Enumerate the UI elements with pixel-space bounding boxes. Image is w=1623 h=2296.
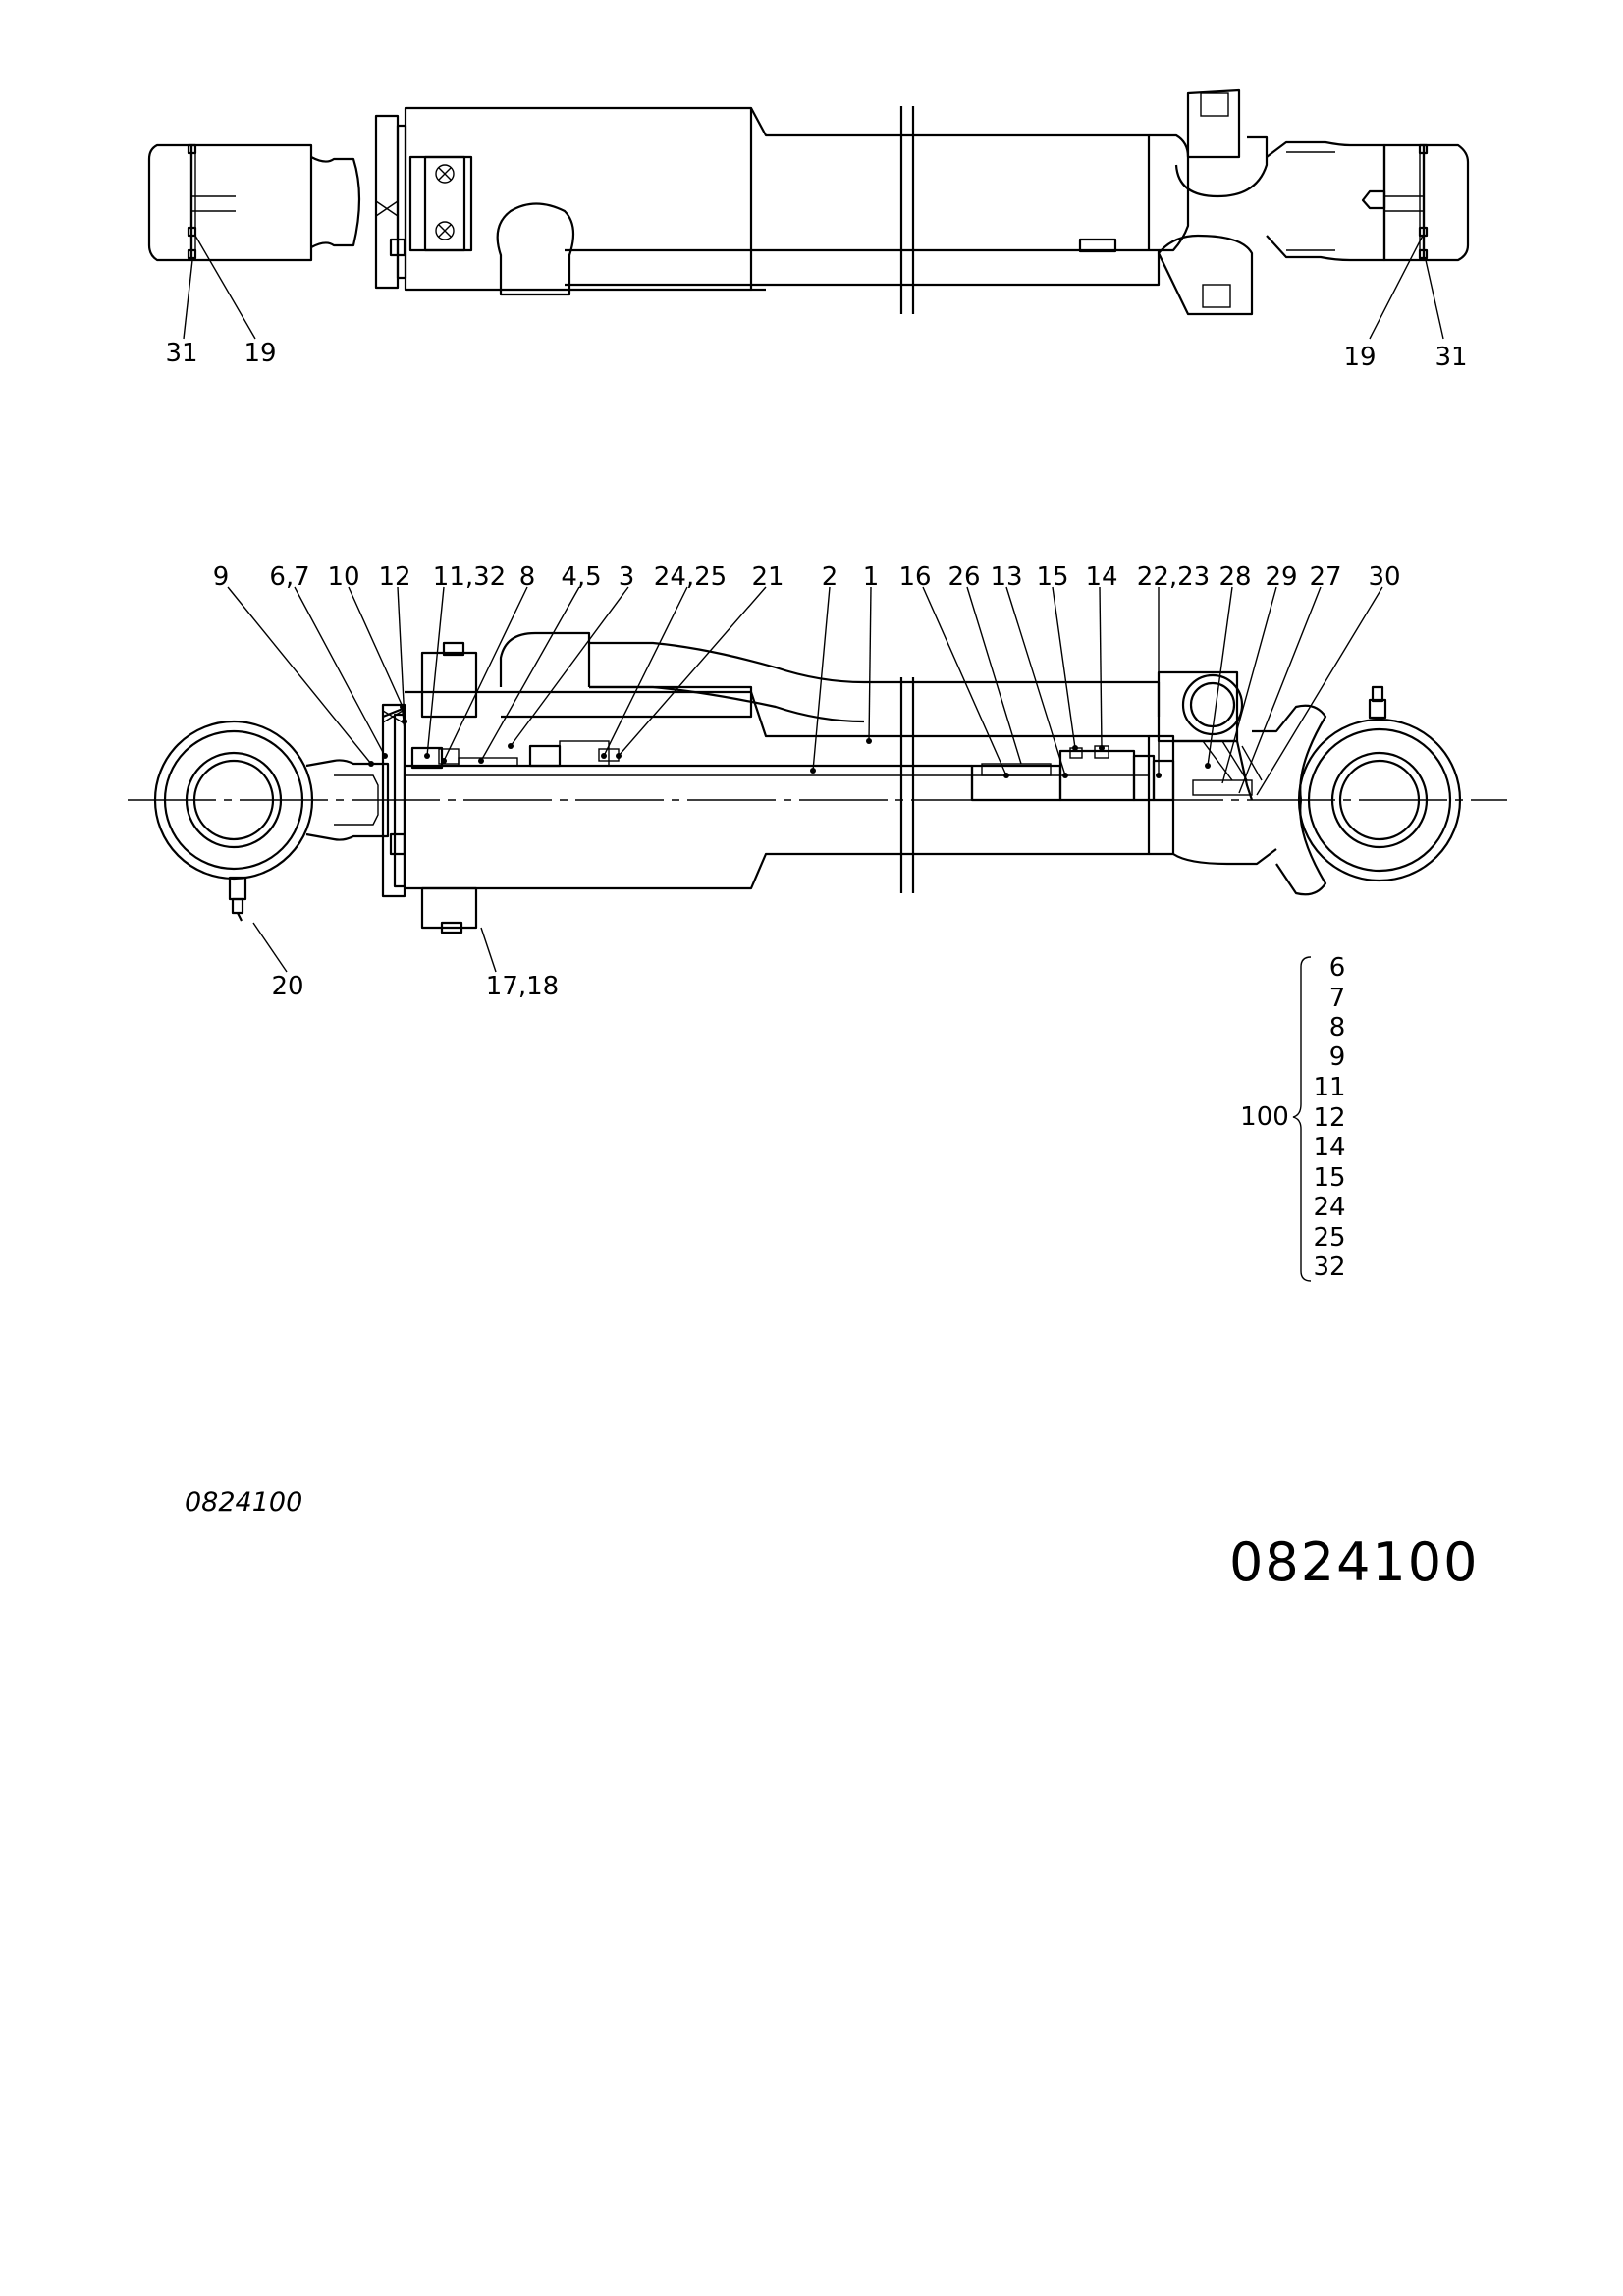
section-view (128, 586, 1507, 973)
kit-number: 100 (1240, 1102, 1289, 1132)
label-26: 26 (947, 562, 980, 592)
label-19-left: 19 (243, 339, 276, 368)
label-22-23: 22,23 (1137, 562, 1210, 592)
section-top-labels: 9 6,7 10 12 11,32 8 4,5 3 24,25 21 2 1 1… (213, 562, 1401, 592)
label-12: 12 (378, 562, 410, 592)
kit-item-11: 11 (1313, 1073, 1345, 1102)
drawing-ref-small: 0824100 (185, 1487, 302, 1518)
section-dots (368, 704, 1211, 778)
label-24-25: 24,25 (654, 562, 727, 592)
label-1: 1 (863, 562, 880, 592)
kit-item-15: 15 (1313, 1163, 1345, 1193)
label-30: 30 (1368, 562, 1400, 592)
top-view-labels: 31 19 19 31 (165, 339, 1467, 372)
label-31-left: 31 (165, 339, 197, 368)
drawing-ref-large: 0824100 (1229, 1531, 1480, 1593)
label-21: 21 (751, 562, 784, 592)
label-17-18: 17,18 (486, 972, 559, 1001)
label-6-7: 6,7 (269, 562, 309, 592)
kit-item-32: 32 (1313, 1253, 1345, 1282)
kit-item-14: 14 (1313, 1133, 1345, 1162)
label-10: 10 (327, 562, 359, 592)
label-9: 9 (213, 562, 230, 592)
top-external-view (147, 88, 1470, 340)
label-29: 29 (1265, 562, 1297, 592)
label-8: 8 (519, 562, 536, 592)
label-13: 13 (990, 562, 1022, 592)
section-bottom-labels: 20 17,18 (271, 972, 559, 1001)
kit-item-9: 9 (1329, 1042, 1346, 1072)
kit-item-8: 8 (1329, 1013, 1346, 1042)
section-leaders (227, 586, 1383, 973)
label-28: 28 (1218, 562, 1251, 592)
label-16: 16 (898, 562, 931, 592)
label-15: 15 (1036, 562, 1068, 592)
kit-list: 100 6 7 8 9 11 12 14 15 24 25 32 (1240, 953, 1345, 1282)
label-19-right: 19 (1343, 343, 1376, 372)
label-27: 27 (1309, 562, 1341, 592)
kit-item-12: 12 (1313, 1103, 1345, 1133)
label-14: 14 (1085, 562, 1117, 592)
kit-brace (1292, 956, 1312, 1282)
kit-item-24: 24 (1313, 1193, 1345, 1222)
label-31-right: 31 (1434, 343, 1467, 372)
label-2: 2 (822, 562, 839, 592)
label-20: 20 (271, 972, 303, 1001)
label-4-5: 4,5 (561, 562, 601, 592)
kit-item-25: 25 (1313, 1223, 1345, 1253)
kit-item-7: 7 (1329, 984, 1346, 1013)
kit-item-6: 6 (1329, 953, 1346, 983)
label-11-32: 11,32 (433, 562, 506, 592)
label-3: 3 (619, 562, 635, 592)
